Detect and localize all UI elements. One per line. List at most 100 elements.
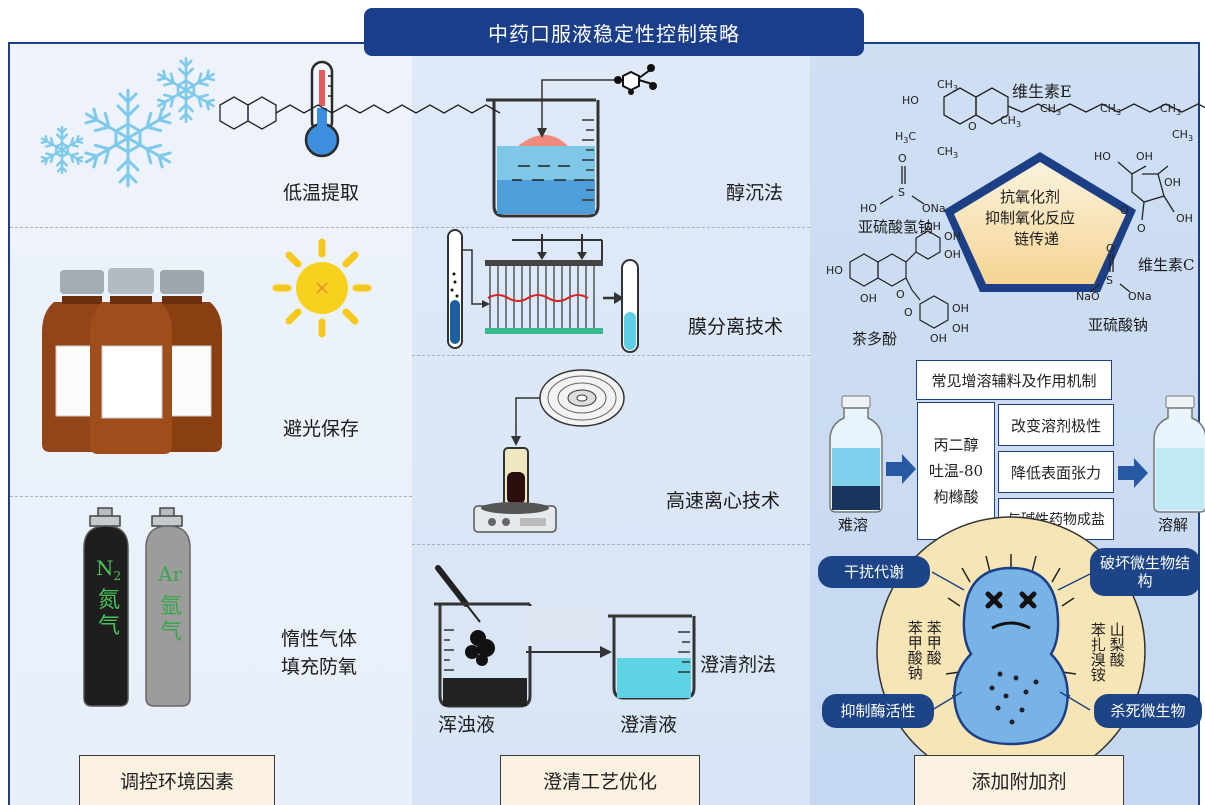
svg-text:O: O xyxy=(1120,204,1129,217)
svg-text:OH: OH xyxy=(952,322,969,335)
svg-text:CH3: CH3 xyxy=(1100,102,1121,117)
svg-text:CH3: CH3 xyxy=(937,78,958,93)
svg-text:O: O xyxy=(898,152,907,165)
solubilizer-item: 丙二醇 xyxy=(933,435,979,454)
svg-text:H3C: H3C xyxy=(895,130,916,145)
mechanism-item: 与碱性药物成盐 xyxy=(998,498,1114,540)
svg-text:O: O xyxy=(896,288,905,301)
svg-text:OH: OH xyxy=(944,248,961,261)
solubilizer-list: 丙二醇 吐温-80 枸橼酸 xyxy=(917,402,995,540)
svg-text:O: O xyxy=(1137,222,1146,235)
svg-text:ONa: ONa xyxy=(1128,290,1152,303)
svg-text:OH: OH xyxy=(1136,150,1153,163)
cylinder-ar-name: 氩 xyxy=(160,594,183,619)
tea-polyphenol-structure: HO OH OH OH OH OH OH OH O O xyxy=(826,220,969,345)
antioxidant-pentagon xyxy=(944,152,1136,292)
label-sodium-bisulfite: 亚硫酸氢钠 xyxy=(858,218,934,236)
svg-text:CH3: CH3 xyxy=(1160,102,1181,117)
preservative-name: 山梨酸 xyxy=(1107,622,1126,667)
cylinder-ar-name: 气 xyxy=(160,620,183,645)
snowflake-icon xyxy=(38,56,219,188)
svg-text:O: O xyxy=(1106,242,1115,255)
svg-text:OH: OH xyxy=(952,302,969,315)
vial-insoluble-icon xyxy=(829,395,883,513)
vitamin-c-structure: HO OH OH OH O O xyxy=(1094,150,1193,235)
label-centrifuge: 高速离心技术 xyxy=(666,490,781,512)
svg-text:S: S xyxy=(1106,274,1113,287)
svg-text:OH: OH xyxy=(860,292,877,305)
sodium-sulfite-structure: O S NaO ONa xyxy=(1076,242,1152,303)
svg-text:HO: HO xyxy=(860,202,877,215)
label-membrane: 膜分离技术 xyxy=(688,316,784,338)
clarifier-icon xyxy=(434,565,696,708)
svg-text:CH3: CH3 xyxy=(937,145,958,160)
svg-text:OH: OH xyxy=(930,332,947,345)
svg-text:CH3: CH3 xyxy=(1000,114,1021,129)
svg-text:OH: OH xyxy=(1164,176,1181,189)
svg-text:S: S xyxy=(898,186,905,199)
footer-environment: 调控环境因素 xyxy=(79,755,275,805)
svg-text:O: O xyxy=(904,306,913,319)
page-title: 中药口服液稳定性控制策略 xyxy=(364,8,864,56)
preservative-name: 苯扎溴铵 xyxy=(1088,622,1107,682)
svg-text:CH3: CH3 xyxy=(1172,128,1193,143)
svg-text:O: O xyxy=(968,120,977,133)
svg-text:OH: OH xyxy=(1176,212,1193,225)
footer-clarification: 澄清工艺优化 xyxy=(500,755,700,805)
sun-icon xyxy=(272,238,372,338)
divider xyxy=(412,544,810,545)
mechanism-item: 降低表面张力 xyxy=(998,451,1114,493)
label-vitamin-e: 维生素E xyxy=(1012,82,1072,101)
svg-text:HO: HO xyxy=(1094,150,1111,163)
vitamin-e-structure: HO CH3 H3C CH3 O CH3 CH3 CH3 CH3 CH3 xyxy=(219,78,1205,160)
amber-bottles-icon xyxy=(42,268,222,454)
svg-text:OH: OH xyxy=(924,220,941,233)
preservative-name: 苯甲酸 xyxy=(924,620,943,665)
action-pill: 杀死微生物 xyxy=(1094,694,1202,728)
action-pill: 破坏微生物结构 xyxy=(1090,548,1200,596)
arrow-right-icon xyxy=(1118,458,1148,488)
svg-text:NaO: NaO xyxy=(1076,290,1100,303)
divider xyxy=(10,496,412,497)
divider xyxy=(412,355,810,356)
label-light-protection: 避光保存 xyxy=(283,418,360,440)
membrane-separation-icon xyxy=(447,229,639,353)
action-pill: 干扰代谢 xyxy=(818,556,930,588)
divider xyxy=(10,227,810,228)
label-insoluble: 难溶 xyxy=(838,516,869,534)
label-inert-gas: 惰性气体 xyxy=(281,628,358,650)
beaker-precipitation-icon xyxy=(486,64,657,218)
mechanism-item: 改变溶剂极性 xyxy=(998,404,1114,446)
centrifuge-icon xyxy=(473,369,625,533)
preservative-name: 苯甲酸钠 xyxy=(905,620,924,680)
label-turbid: 浑浊液 xyxy=(438,714,496,736)
antioxidant-text: 链传递 xyxy=(1014,230,1060,248)
cylinder-ar-formula: Ar xyxy=(158,562,183,586)
solubilizer-item: 枸橼酸 xyxy=(933,488,979,507)
label-vitamin-c: 维生素C xyxy=(1138,256,1195,274)
label-inert-gas: 填充防氧 xyxy=(281,656,358,678)
sodium-bisulfite-structure: O S HO ONa xyxy=(860,152,946,215)
svg-text:HO: HO xyxy=(902,94,919,107)
vial-dissolved-icon xyxy=(1153,395,1205,513)
cylinder-n2-name: 气 xyxy=(98,614,121,639)
solubilizer-item: 吐温-80 xyxy=(928,461,984,480)
svg-text:CH3: CH3 xyxy=(1040,102,1061,117)
label-tea-polyphenol: 茶多酚 xyxy=(852,330,898,348)
antioxidant-text: 抗氧化剂 xyxy=(1000,188,1061,206)
label-dissolved: 溶解 xyxy=(1158,516,1189,534)
label-alcohol-precipitation: 醇沉法 xyxy=(726,182,784,204)
svg-text:ONa: ONa xyxy=(922,202,946,215)
svg-text:OH: OH xyxy=(944,230,961,243)
label-clear: 澄清液 xyxy=(620,714,678,736)
svg-text:HO: HO xyxy=(826,264,843,277)
solubilizer-title: 常见增溶辅料及作用机制 xyxy=(916,360,1112,400)
thermometer-icon xyxy=(304,60,340,158)
cylinder-n2-formula: N2 xyxy=(96,556,122,583)
label-low-temp: 低温提取 xyxy=(283,182,360,204)
antioxidant-text: 抑制氧化反应 xyxy=(985,209,1076,227)
arrow-right-icon xyxy=(886,454,916,484)
bacteria-circle-icon xyxy=(876,516,1146,786)
label-sodium-sulfite: 亚硫酸钠 xyxy=(1088,316,1149,334)
action-pill: 抑制酶活性 xyxy=(822,694,934,728)
